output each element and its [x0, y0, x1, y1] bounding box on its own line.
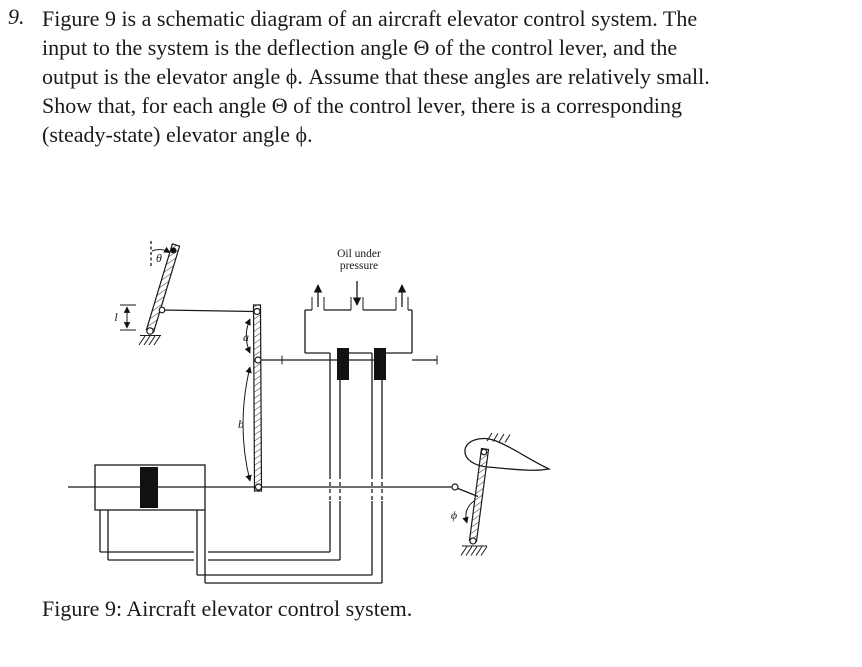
pipe-right-vertical-lower	[371, 501, 383, 583]
valve-side-walls	[304, 310, 413, 353]
pipe-right-vertical-upper	[371, 353, 383, 475]
pipe-left-vertical-lower	[329, 501, 341, 560]
l-dimension-ticks	[120, 304, 136, 331]
arm-b-label: b	[238, 417, 244, 431]
beam-middle-pin	[254, 356, 262, 364]
valve-port-stubs	[311, 297, 409, 310]
spool-land-left	[337, 348, 349, 380]
lever-pivot-pin	[146, 327, 154, 335]
beam-top-pin	[253, 307, 261, 316]
elevator-assembly: ϕ	[451, 432, 552, 556]
pipe-left-vertical-upper	[329, 353, 341, 475]
theta-angle-arc	[151, 246, 171, 253]
elevator-hinge-pin	[480, 448, 488, 456]
hydraulic-piping	[99, 353, 383, 584]
arm-a-label: a	[243, 330, 249, 344]
oil-label-line1: Oil under	[337, 248, 381, 260]
elevator-airfoil	[464, 437, 552, 471]
l-label: l	[114, 310, 118, 324]
rod-to-horn-link	[457, 487, 479, 498]
power-cylinder-body	[94, 464, 206, 511]
walking-beam-bar	[252, 304, 263, 492]
pipe-left-dashed-crossing	[329, 475, 341, 501]
ground-hatch-lever	[138, 335, 161, 346]
rod-end-pin	[451, 483, 459, 491]
problem-statement: Figure 9 is a schematic diagram of an ai…	[42, 4, 850, 149]
ground-hatch-horn	[460, 545, 488, 556]
elevator-control-schematic: θ l a b	[68, 241, 552, 584]
pipe-right-riser	[196, 510, 206, 583]
lever-link-pin	[158, 306, 166, 314]
control-lever-bar	[145, 243, 181, 333]
control-lever-assembly: θ l	[114, 241, 258, 346]
beam-bottom-pin	[254, 483, 263, 491]
phi-label: ϕ	[451, 508, 457, 522]
problem-text-line: Show that, for each angle Θ of the contr…	[42, 93, 682, 118]
pipe-right-dashed-crossing	[371, 475, 383, 501]
problem-text-line: input to the system is the deflection an…	[42, 35, 678, 60]
arm-a-arc	[244, 318, 251, 354]
lever-to-beam-link	[161, 309, 258, 313]
oil-label-line2: pressure	[340, 260, 378, 272]
problem-text-line: (steady-state) elevator angle ϕ.	[42, 122, 313, 147]
pilot-valve-assembly: Oil under pressure	[261, 248, 438, 380]
phi-angle-arc	[462, 500, 475, 524]
lever-tip-knob	[170, 247, 177, 254]
figure-caption: Figure 9: Aircraft elevator control syst…	[42, 596, 413, 621]
horn-pivot-pin	[469, 537, 477, 545]
piston	[140, 467, 158, 508]
problem-text-line: Figure 9 is a schematic diagram of an ai…	[42, 6, 698, 31]
arm-b-arc	[242, 366, 252, 482]
walking-beam-assembly: a b	[238, 304, 263, 492]
power-cylinder-assembly	[68, 464, 452, 511]
problem-number: 9.	[8, 4, 25, 29]
spool-land-right	[374, 348, 386, 380]
figure-9-schematic: θ l a b	[60, 235, 580, 593]
pipe-left-horizontal-run	[100, 551, 340, 561]
airfoil-fixed-hatch	[486, 432, 511, 443]
pipe-left-riser	[99, 510, 109, 560]
theta-label: θ	[156, 251, 162, 265]
problem-text-line: output is the elevator angle ϕ. Assume t…	[42, 64, 710, 89]
pipe-right-horizontal-run	[197, 574, 382, 584]
